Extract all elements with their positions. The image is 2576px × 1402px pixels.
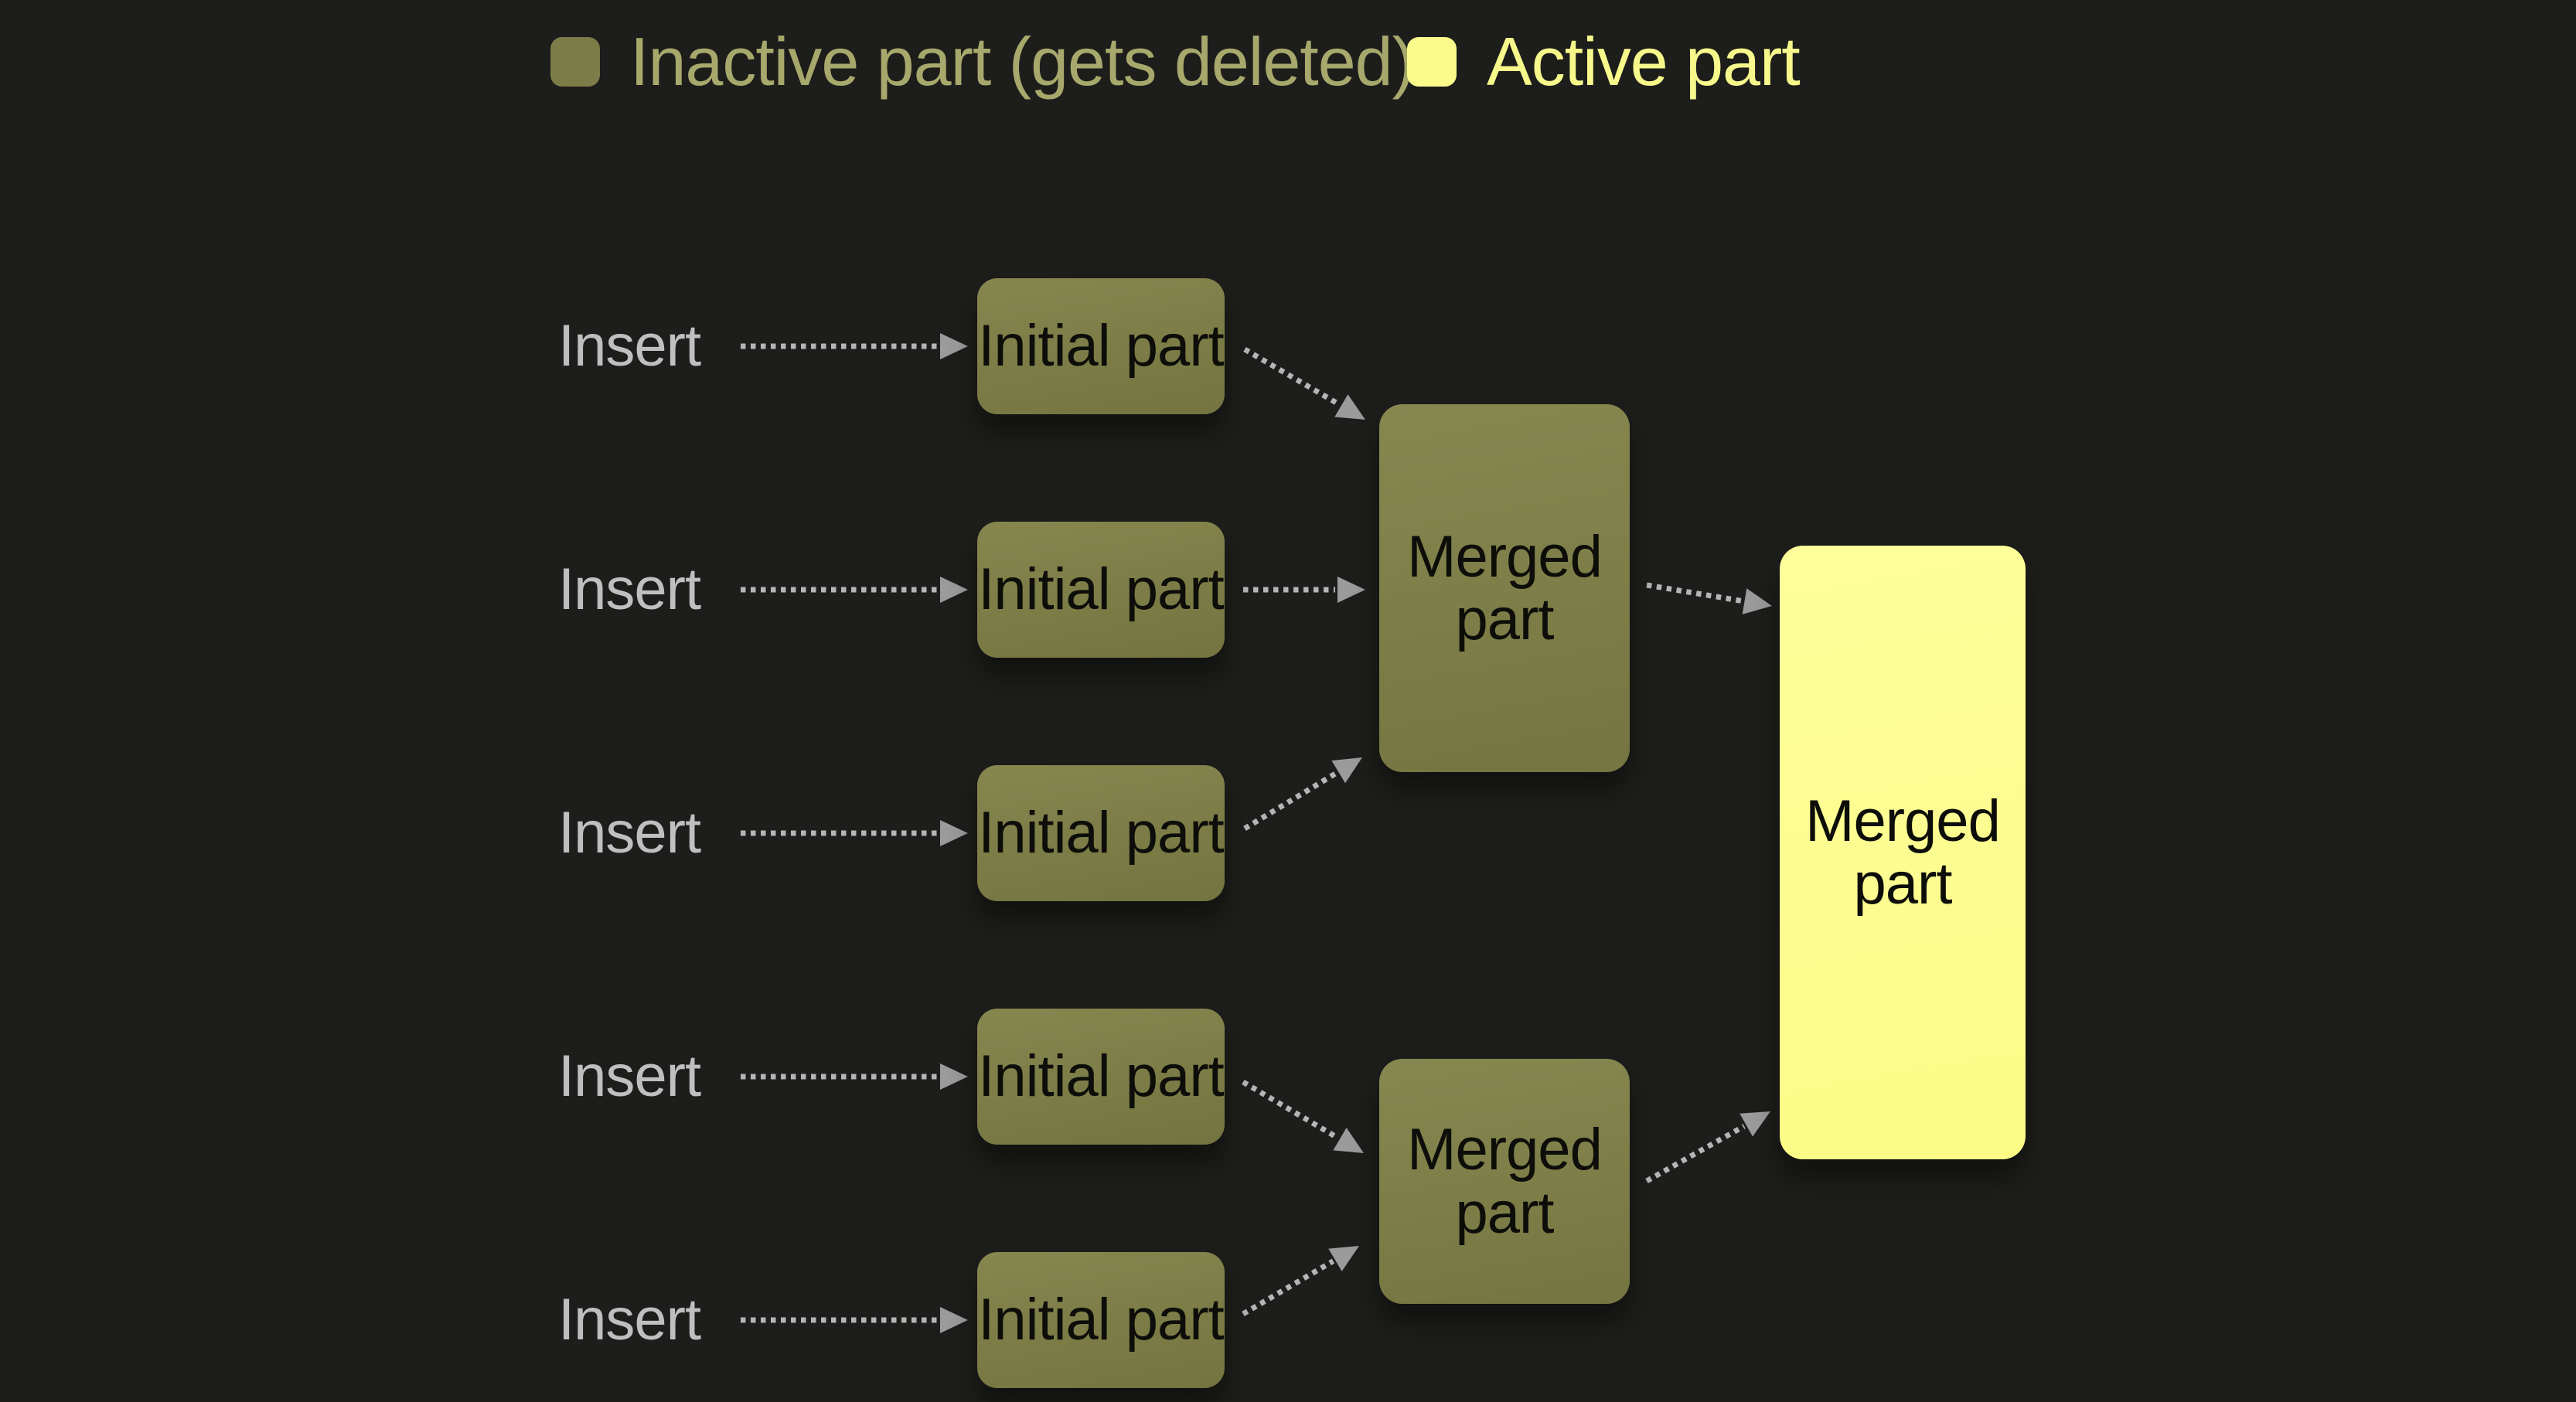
arrow-initial-3-to-merged-a: [1243, 757, 1362, 831]
arrow-insert-2-to-initial-2: [741, 577, 968, 603]
arrow-merged-a-to-merged-final: [1646, 582, 1772, 614]
insert-label-3: Insert: [558, 800, 701, 866]
arrow-insert-1-to-initial-1: [741, 333, 968, 359]
initial-part-box-3: Initial part: [977, 765, 1225, 901]
inactive-color-swatch: [550, 37, 600, 87]
initial-part-box-5: Initial part: [977, 1252, 1225, 1388]
arrow-initial-2-to-merged-a: [1243, 577, 1365, 603]
insert-label-5: Insert: [558, 1287, 701, 1353]
insert-label-4: Insert: [558, 1043, 701, 1109]
initial-part-box-4: Initial part: [977, 1009, 1225, 1145]
legend-label-inactive: Inactive part (gets deleted): [630, 23, 1415, 100]
arrow-initial-1-to-merged-a: [1243, 346, 1365, 420]
legend-item-inactive: Inactive part (gets deleted): [550, 28, 1415, 96]
initial-part-box-1: Initial part: [977, 278, 1225, 414]
arrow-insert-3-to-initial-3: [741, 820, 968, 846]
merged-part-label-b: Merged part: [1407, 1117, 1603, 1246]
initial-part-label-4: Initial part: [978, 1043, 1224, 1110]
arrow-merged-b-to-merged-final: [1645, 1111, 1770, 1184]
arrow-insert-5-to-initial-5: [741, 1307, 968, 1333]
merged-part-label-a: Merged part: [1407, 523, 1603, 652]
arrow-initial-4-to-merged-b: [1242, 1079, 1364, 1153]
insert-label-1: Insert: [558, 313, 701, 379]
merged-part-box-final: Merged part: [1780, 546, 2026, 1159]
merged-part-label-final: Merged part: [1805, 788, 2001, 917]
merged-part-box-b: Merged part: [1379, 1059, 1630, 1304]
initial-part-label-5: Initial part: [978, 1287, 1224, 1353]
arrow-initial-5-to-merged-b: [1242, 1246, 1359, 1317]
legend-item-active: Active part: [1407, 28, 1801, 96]
legend-label-active: Active part: [1487, 23, 1801, 100]
initial-part-label-3: Initial part: [978, 800, 1224, 866]
initial-part-label-1: Initial part: [978, 313, 1224, 379]
merged-part-box-a: Merged part: [1379, 404, 1630, 772]
insert-label-2: Insert: [558, 556, 701, 622]
arrow-insert-4-to-initial-4: [741, 1063, 968, 1090]
initial-part-box-2: Initial part: [977, 522, 1225, 658]
active-color-swatch: [1407, 37, 1457, 87]
initial-part-label-2: Initial part: [978, 556, 1224, 623]
